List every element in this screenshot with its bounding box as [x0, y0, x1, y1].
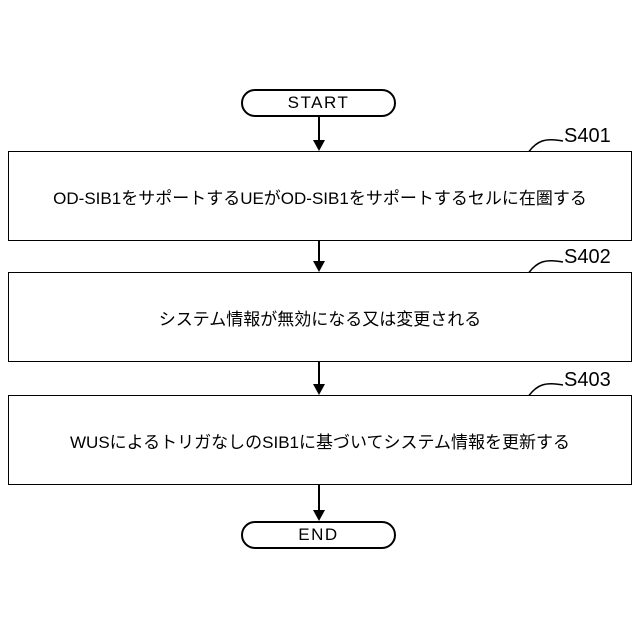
step-label-leader-line [528, 382, 564, 396]
arrow-start-to-s401 [313, 117, 325, 151]
process-box-s401: OD-SIB1をサポートするUEがOD-SIB1をサポートするセルに在圏する [8, 151, 632, 241]
step-label-leader-line [528, 138, 564, 152]
step-label-s402: S402 [564, 246, 611, 268]
end-terminal-label: END [298, 525, 339, 544]
process-text-s401: OD-SIB1をサポートするUEがOD-SIB1をサポートするセルに在圏する [53, 188, 587, 208]
start-terminal: START [241, 89, 396, 117]
arrow-s402-to-s403 [313, 362, 325, 395]
process-text-s403: WUSによるトリガなしのSIB1に基づいてシステム情報を更新する [70, 432, 570, 452]
process-box-s403: WUSによるトリガなしのSIB1に基づいてシステム情報を更新する [8, 395, 632, 485]
arrow-s403-to-end [313, 485, 325, 521]
step-label-s403: S403 [564, 369, 611, 391]
process-box-s402: システム情報が無効になる又は変更される [8, 272, 632, 362]
start-terminal-label: START [287, 93, 350, 112]
end-terminal: END [241, 521, 396, 549]
step-label-leader-line [528, 259, 564, 273]
arrow-s401-to-s402 [313, 241, 325, 272]
step-label-s401: S401 [564, 125, 611, 147]
process-text-s402: システム情報が無効になる又は変更される [158, 309, 482, 329]
